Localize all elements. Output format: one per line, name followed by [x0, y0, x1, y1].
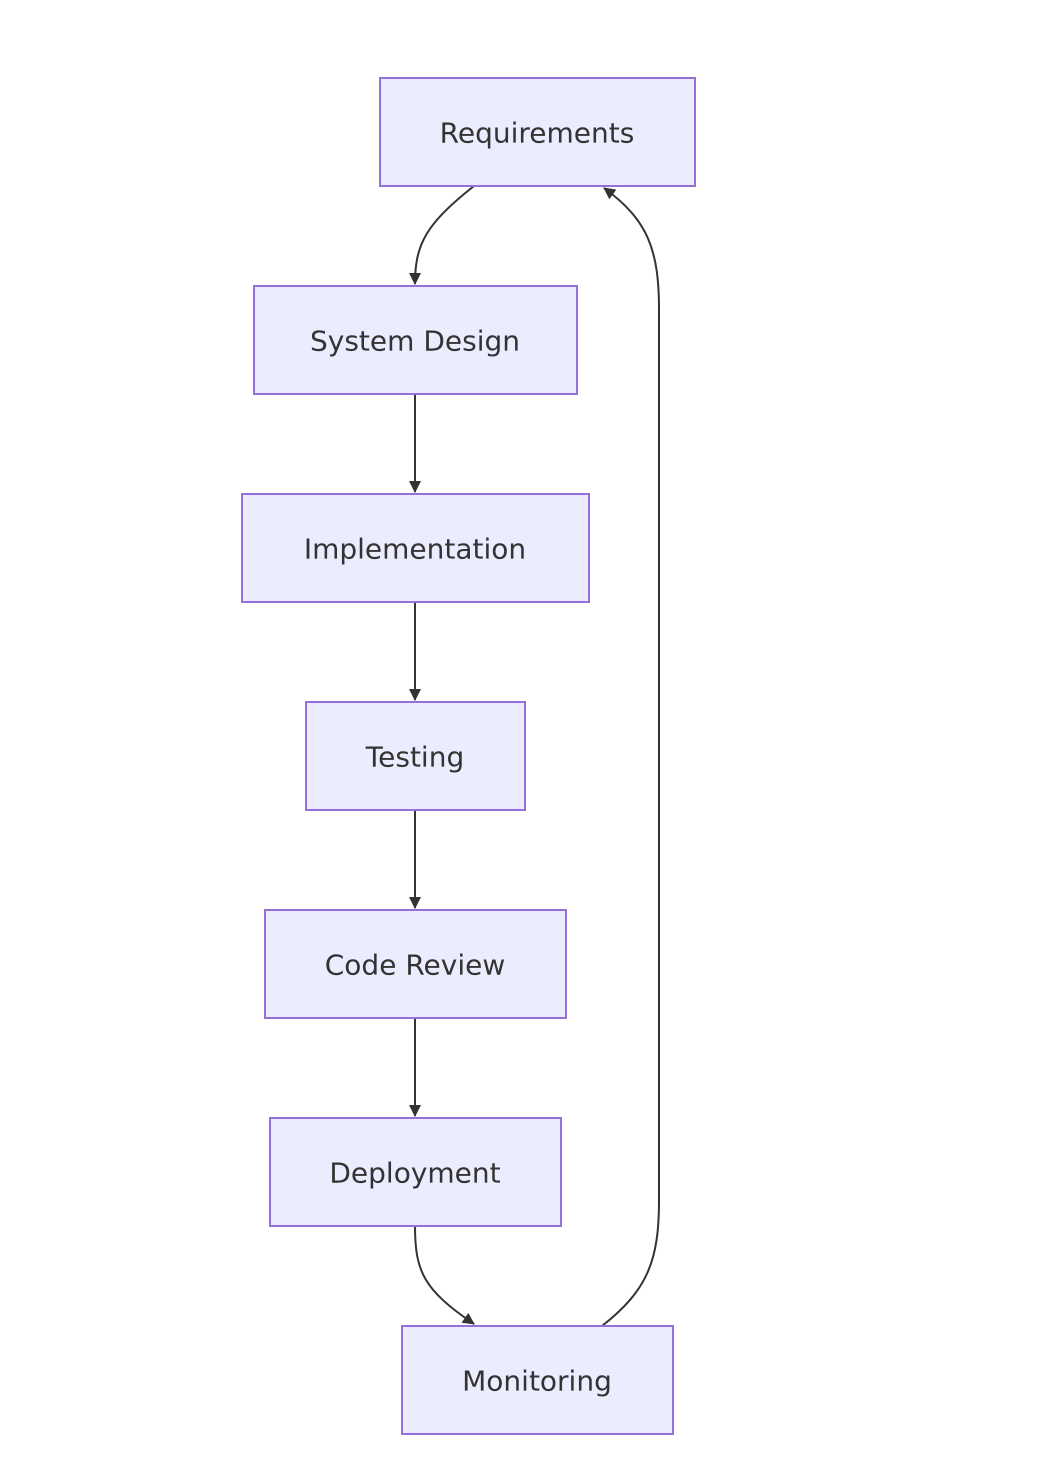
- node-testing: Testing: [305, 701, 526, 811]
- edge-deployment-to-monitoring: [414, 1225, 475, 1325]
- node-requirements: Requirements: [379, 77, 696, 187]
- edge-monitoring-to-requirements: [601, 187, 660, 1327]
- node-label: Requirements: [440, 117, 635, 150]
- node-system-design: System Design: [253, 285, 578, 395]
- node-implementation: Implementation: [241, 493, 590, 603]
- edges-layer: [409, 185, 660, 1327]
- node-deployment: Deployment: [269, 1117, 562, 1227]
- node-label: Implementation: [304, 533, 526, 566]
- node-label: Monitoring: [462, 1365, 612, 1398]
- node-code-review: Code Review: [264, 909, 567, 1019]
- node-monitoring: Monitoring: [401, 1325, 674, 1435]
- node-label: Code Review: [325, 949, 505, 982]
- node-label: System Design: [310, 325, 520, 358]
- node-label: Deployment: [329, 1157, 500, 1190]
- edge-requirements-to-system-design: [409, 185, 475, 285]
- node-label: Testing: [365, 741, 464, 774]
